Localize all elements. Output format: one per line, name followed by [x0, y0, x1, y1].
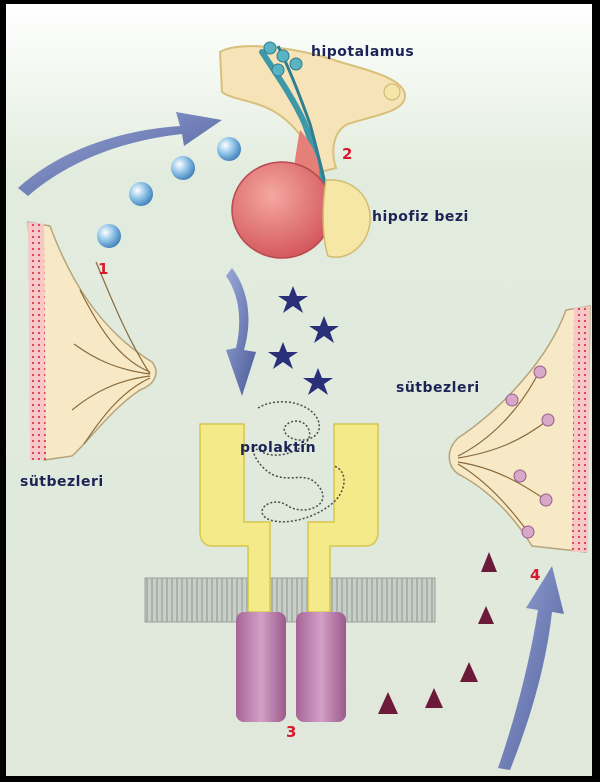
label-hypothalamus: hipotalamus [311, 44, 414, 60]
label-prolactin: prolaktin [240, 440, 316, 456]
mammary-gland-left-illustration [28, 222, 156, 460]
mammary-gland-right-illustration [449, 306, 590, 552]
step-number-3: 3 [286, 723, 296, 741]
label-mammary-left: sütbezleri [20, 474, 104, 490]
curved-arrow-icon [18, 112, 222, 196]
label-mammary-right: sütbezleri [396, 380, 480, 396]
step-number-2: 2 [342, 145, 352, 163]
step-number-1: 1 [98, 260, 108, 278]
triangle-signal-icon [378, 552, 497, 714]
step-number-4: 4 [530, 566, 540, 584]
prolactin-molecule [254, 402, 344, 522]
label-pituitary: hipofiz bezi [372, 209, 469, 225]
up-arrow-icon [498, 566, 564, 770]
prolactin-receptor [200, 424, 378, 722]
cell-membrane [145, 578, 435, 622]
down-arrow-icon [226, 268, 256, 396]
star-hormone-icon [268, 286, 339, 395]
blue-sphere-icon [97, 137, 241, 248]
